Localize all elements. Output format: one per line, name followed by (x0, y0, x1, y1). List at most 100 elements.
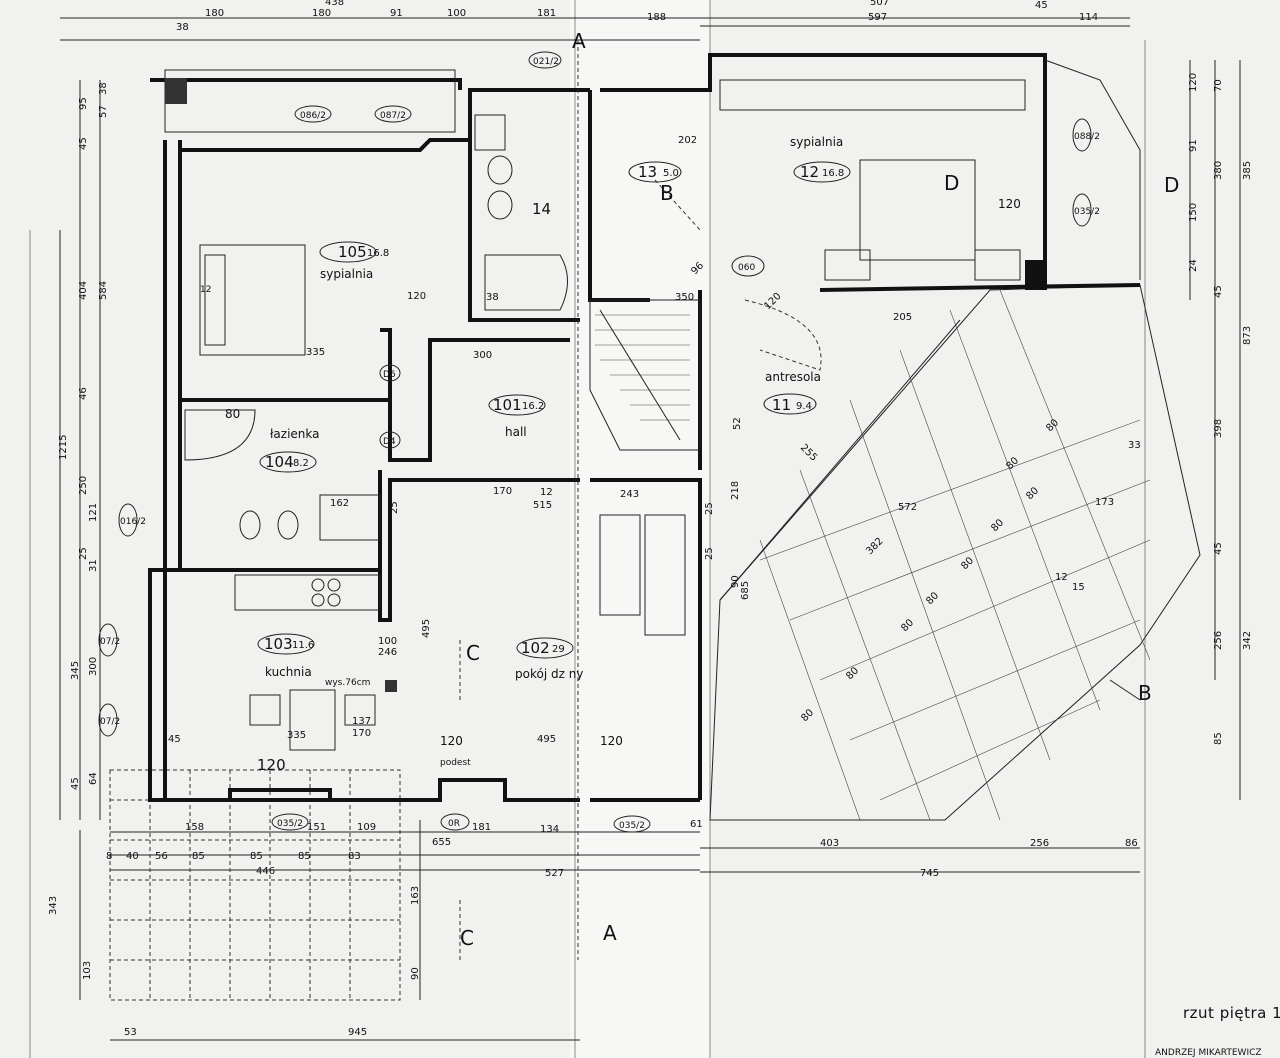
door-tag: D4 (383, 437, 396, 447)
dim-label: 109 (357, 822, 376, 833)
dim-label: 45 (1213, 285, 1224, 298)
dim-label: 80 (959, 555, 976, 572)
handwritten-note: 120 (600, 734, 623, 748)
dim-label: 80 (924, 590, 941, 607)
staircase (589, 299, 822, 451)
door-tag: 060 (738, 263, 755, 273)
section-a-top-label: A (572, 29, 586, 53)
section-b-top-label: B (660, 181, 674, 205)
dim-label: 170 (352, 728, 371, 739)
drawing-title: rzut piętra 1 (1183, 1004, 1280, 1022)
dim-label: 173 (1095, 497, 1114, 508)
handwritten-note: 120 (440, 734, 463, 748)
room-12: 12 16.8 sypialnia (790, 135, 851, 183)
room-name: łazienka (270, 427, 319, 441)
dim-label: 385 (1242, 161, 1253, 180)
dim-label: 45 (168, 734, 181, 745)
dim-label: 45 (1035, 0, 1048, 11)
dim-label: 85 (192, 851, 205, 862)
room-area: 9.4 (796, 401, 812, 412)
dimensions-right: 120 70 91 380 385 150 24 45 873 398 45 2… (1188, 73, 1253, 745)
dim-label: 158 (185, 822, 204, 833)
dim-label: 25 (704, 502, 715, 515)
dim-label: 80 (1044, 417, 1061, 434)
room-area: 5.0 (663, 168, 679, 179)
dim-label: 85 (1213, 732, 1224, 745)
dim-label: 95 (78, 97, 89, 110)
window-tag: 087/2 (380, 111, 406, 121)
dimensions-bottom: 158 151 109 181 134 61 8 40 56 85 85 85 … (106, 819, 1138, 1038)
handwritten-note: 120 (998, 197, 1021, 211)
dim-label: 25 (78, 547, 89, 560)
room-number: 12 (800, 163, 819, 181)
room-number: 11 (772, 396, 791, 414)
dim-label: 8 (106, 851, 112, 862)
author-stamp: ANDRZEJ MIKARTEWICZ (1155, 1048, 1262, 1058)
dim-label: 121 (88, 503, 99, 522)
dim-label: 45 (78, 137, 89, 150)
dim-label: 342 (1242, 631, 1253, 650)
dim-label: 495 (421, 619, 432, 638)
room-11: 11 9.4 antresola (763, 370, 821, 415)
room-area: 29 (552, 644, 565, 655)
dim-label: 70 (1213, 79, 1224, 92)
dim-label: 438 (325, 0, 344, 8)
section-b-right-label: B (1138, 681, 1152, 705)
dim-label: 256 (1213, 631, 1224, 650)
room-number: 102 (521, 639, 550, 657)
dim-label: 345 (70, 661, 81, 680)
dim-label: 655 (432, 837, 451, 848)
dim-label: 120 (407, 291, 426, 302)
dim-label: 515 (533, 500, 552, 511)
room-number: 101 (493, 396, 522, 414)
dim-label: 300 (473, 350, 492, 361)
room-area: 16.8 (367, 248, 389, 259)
dim-label: 180 (312, 8, 331, 19)
room-area: 11.6 (292, 640, 314, 651)
dim-label: 218 (730, 481, 741, 500)
dim-label: 181 (472, 822, 491, 833)
handwritten-note: 120 (257, 756, 286, 774)
dim-label: 181 (537, 8, 556, 19)
dim-label: 91 (1188, 139, 1199, 152)
dim-label: 246 (378, 647, 397, 658)
dim-label: 83 (348, 851, 361, 862)
room-number: 14 (532, 200, 551, 218)
dim-label: 80 (1004, 455, 1021, 472)
dim-label: 46 (78, 387, 89, 400)
room-name: pokój dz ny (515, 667, 583, 681)
window-tag: 088/2 (1074, 132, 1100, 142)
counter-height-note: wys.76cm (325, 678, 370, 688)
room-102: 102 29 pokój dz ny (515, 637, 583, 681)
dim-label: 64 (88, 772, 99, 785)
dim-label: 38 (486, 292, 499, 303)
dim-label: 597 (868, 12, 887, 23)
dim-label: 685 (740, 581, 751, 600)
dim-label: 380 (1213, 161, 1224, 180)
window-tag: 0R (448, 819, 460, 829)
dim-label: 250 (78, 476, 89, 495)
dim-label: 188 (647, 12, 666, 23)
handwritten-note: 12 (200, 285, 211, 295)
room-name: sypialnia (790, 135, 843, 149)
dim-label: 45 (1213, 542, 1224, 555)
dim-label: 25 (389, 501, 400, 514)
dim-label: 103 (82, 961, 93, 980)
dim-label: 90 (730, 575, 741, 588)
room-14: 14 (532, 200, 551, 218)
dim-label: 80 (989, 517, 1006, 534)
dim-label: 56 (155, 851, 168, 862)
dimensions-top: 438 180 91 100 181 188 507 597 114 45 38… (176, 0, 1098, 33)
dim-label: 527 (545, 868, 564, 879)
dim-label: 85 (250, 851, 263, 862)
dim-label: 572 (898, 502, 917, 513)
dim-label: 150 (1188, 203, 1199, 222)
room-104: 104 8.2 łazienka (259, 427, 319, 473)
dim-label: 86 (1125, 838, 1138, 849)
room-name: hall (505, 425, 527, 439)
dim-label: 446 (256, 866, 275, 877)
dim-label: 114 (1079, 12, 1098, 23)
dim-label: 80 (1024, 485, 1041, 502)
section-c-bottom-label: C (460, 926, 474, 950)
